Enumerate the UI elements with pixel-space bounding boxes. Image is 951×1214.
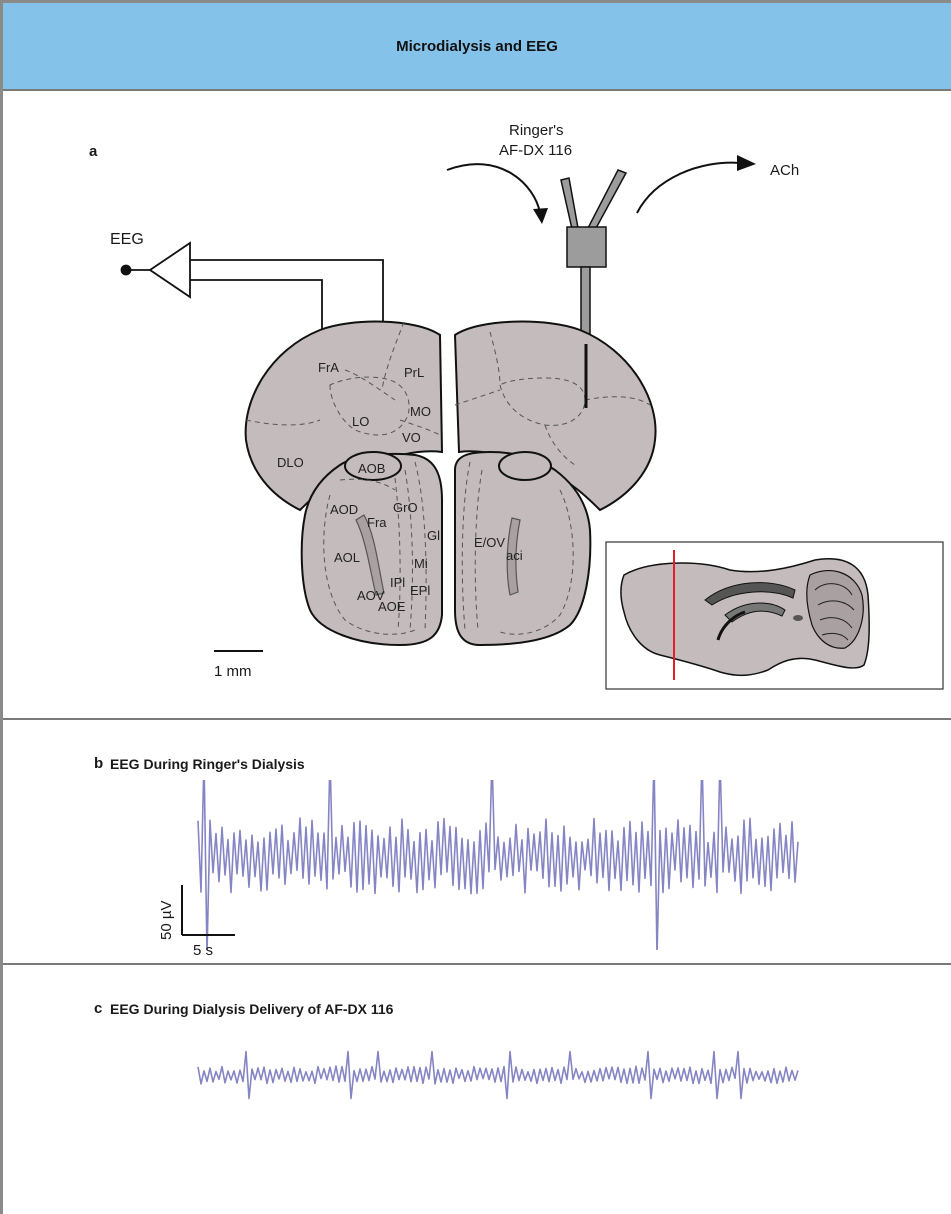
label-aci: aci [506,548,523,563]
label-mo: MO [410,404,431,419]
brain-section-diagram: FrA PrL LO MO VO DLO AOB AOD Fra GrO Gl … [0,0,951,718]
outflow-arrow [637,163,740,213]
inflow-arrowhead [533,208,548,224]
label-ipl: IPl [390,575,405,590]
scale-voltage-label: 50 µV [158,901,175,941]
scale-time-label: 5 s [193,942,213,959]
label-fra-upper: FrA [318,360,339,375]
inflow-arrow [447,164,540,213]
label-prl: PrL [404,365,424,380]
eeg-trace-ringers [160,780,820,950]
eeg-amplifier [122,243,384,333]
panel-c-letter: c [94,1000,102,1017]
label-lo: LO [352,414,369,429]
label-epl: EPl [410,583,430,598]
label-aod: AOD [330,502,358,517]
label-mi: Mi [414,556,428,571]
label-aoe: AOE [378,599,406,614]
label-gl: Gl [427,528,440,543]
olfactory-bulbs [302,452,591,645]
eeg-trace-afdx [160,1030,820,1150]
panel-b-title: EEG During Ringer's Dialysis [110,756,305,772]
label-gro: GrO [393,500,418,515]
label-vo: VO [402,430,421,445]
microdialysis-probe [561,170,626,344]
label-dlo: DLO [277,455,304,470]
frontal-cortex [246,322,656,510]
outflow-arrowhead [737,155,756,171]
panel-b-letter: b [94,755,103,772]
label-aob: AOB [358,461,385,476]
label-aol: AOL [334,550,360,565]
label-fra-lower: Fra [367,515,387,530]
label-eov: E/OV [474,535,505,550]
divider-ab [3,718,951,720]
divider-bc [3,963,951,965]
panel-c-title: EEG During Dialysis Delivery of AF-DX 11… [110,1001,393,1017]
sagittal-inset [606,542,943,689]
